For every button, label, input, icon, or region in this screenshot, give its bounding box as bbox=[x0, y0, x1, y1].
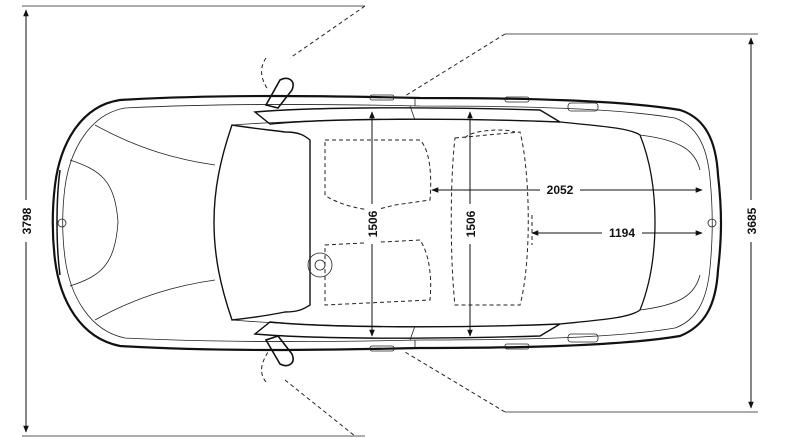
dimension-overall-length: 3798 bbox=[18, 9, 34, 433]
door-handle-icon bbox=[369, 94, 395, 101]
side-mirrors bbox=[261, 57, 294, 383]
overall-length-label: 3798 bbox=[20, 207, 34, 234]
rear-width-label: 1506 bbox=[464, 210, 478, 237]
rear-badge-icon bbox=[707, 218, 717, 228]
door-handle-icon bbox=[504, 343, 530, 350]
door-handle-icon bbox=[369, 345, 395, 352]
door-handle-icon bbox=[504, 96, 530, 103]
dimension-rear-width: 1506 bbox=[463, 111, 478, 337]
dimension-interior-length: 2052 bbox=[431, 182, 703, 198]
mirror-bottom-icon bbox=[264, 335, 294, 367]
mirror-top-icon bbox=[264, 77, 294, 109]
seats bbox=[307, 129, 529, 306]
projection-lines bbox=[22, 5, 758, 437]
steering-wheel-icon bbox=[307, 252, 333, 278]
car-body bbox=[51, 94, 723, 352]
dimension-front-width: 1506 bbox=[365, 111, 380, 337]
dimension-wheelbase-length: 3685 bbox=[743, 37, 759, 409]
dimension-rear-length: 1194 bbox=[531, 215, 703, 245]
front-badge-icon bbox=[57, 218, 67, 228]
interior-length-label: 2052 bbox=[547, 183, 574, 197]
front-width-label: 1506 bbox=[366, 210, 380, 237]
rear-length-label: 1194 bbox=[609, 226, 635, 240]
wheelbase-length-label: 3685 bbox=[745, 207, 759, 234]
